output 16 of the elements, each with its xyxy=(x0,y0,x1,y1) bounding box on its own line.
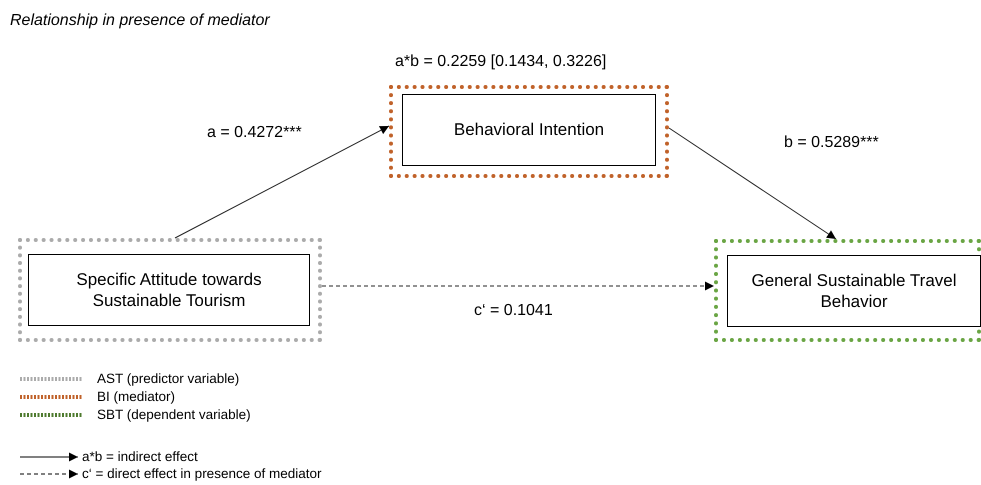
legend-text: a*b = indirect effect xyxy=(82,449,198,464)
effect-label: a*b = 0.2259 [0.1434, 0.3226] xyxy=(393,53,608,71)
arrow xyxy=(174,126,390,238)
diagram-title: Relationship in presence of mediator xyxy=(10,12,270,30)
arrow xyxy=(322,282,714,290)
legend-text: c‘ = direct effect in presence of mediator xyxy=(82,466,322,481)
variable-box: Behavioral Intention xyxy=(402,94,656,166)
dotted-frame xyxy=(389,85,669,178)
arrow xyxy=(668,128,836,240)
variable-box: Specific Attitude towards Sustainable Tourism xyxy=(28,254,310,326)
variable-box: General Sustainable Travel Behavior xyxy=(727,255,981,327)
legend-text: BI (mediator) xyxy=(97,389,176,404)
legend-text: AST (predictor variable) xyxy=(97,371,240,386)
dotted-frame xyxy=(18,238,322,342)
dotted-frame xyxy=(714,239,981,342)
legend-text: SBT (dependent variable) xyxy=(97,407,251,422)
